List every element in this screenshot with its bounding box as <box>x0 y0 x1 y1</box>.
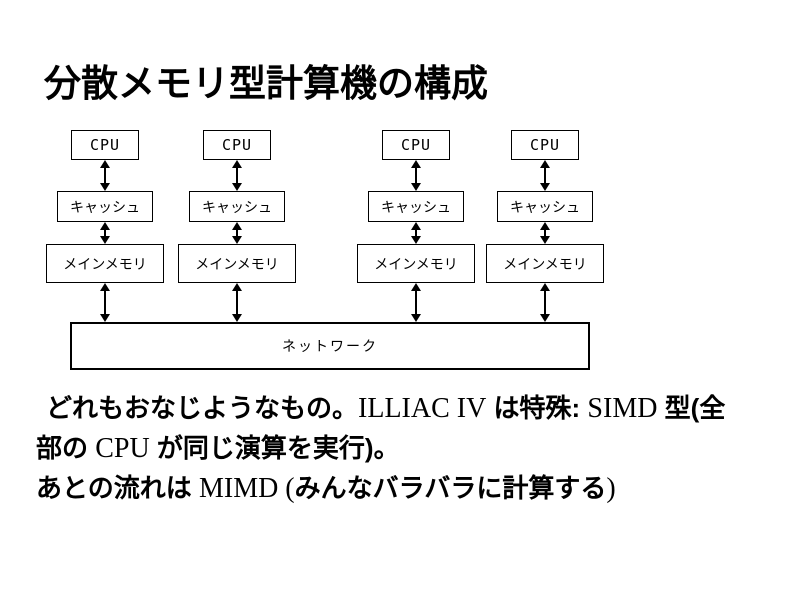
cpu-box: CPU <box>203 130 271 160</box>
cpu-cache-arrow-icon <box>540 160 550 191</box>
cache-memory-arrow-icon <box>100 222 110 244</box>
main-memory-box: メインメモリ <box>357 244 475 283</box>
note-segment: 部の <box>36 433 96 463</box>
network-box: ネットワーク <box>70 322 590 370</box>
note-segment: どれもおなじようなもの。 <box>46 393 359 423</box>
note-segment: ILLIAC IV <box>358 393 487 424</box>
memory-network-arrow-icon <box>100 283 110 322</box>
note-segment: 型(全 <box>657 393 726 423</box>
note-segment: が同じ演算を実行)。 <box>149 433 400 463</box>
cpu-cache-arrow-icon <box>100 160 110 191</box>
cache-box: キャッシュ <box>368 191 464 222</box>
cache-box: キャッシュ <box>497 191 593 222</box>
cache-box: キャッシュ <box>189 191 285 222</box>
note-segment: CPU <box>95 433 150 464</box>
node-column-3: CPU キャッシュ メインメモリ <box>356 130 476 322</box>
main-memory-box: メインメモリ <box>486 244 604 283</box>
cpu-cache-arrow-icon <box>232 160 242 191</box>
memory-network-arrow-icon <box>411 283 421 322</box>
cpu-cache-arrow-icon <box>411 160 421 191</box>
note-segment: みんなバラバラに計算する <box>294 473 607 503</box>
cpu-box: CPU <box>71 130 139 160</box>
main-memory-box: メインメモリ <box>46 244 164 283</box>
cache-memory-arrow-icon <box>232 222 242 244</box>
note-segment: あとの流れは <box>36 473 199 503</box>
notes-text: どれもおなじようなもの。ILLIAC IV は特殊: SIMD 型(全 部の C… <box>36 388 776 508</box>
main-memory-box: メインメモリ <box>178 244 296 283</box>
cache-memory-arrow-icon <box>411 222 421 244</box>
node-column-4: CPU キャッシュ メインメモリ <box>485 130 605 322</box>
note-segment: MIMD ( <box>198 473 295 504</box>
memory-network-arrow-icon <box>232 283 242 322</box>
memory-network-arrow-icon <box>540 283 550 322</box>
cpu-box: CPU <box>511 130 579 160</box>
node-column-2: CPU キャッシュ メインメモリ <box>177 130 297 322</box>
cache-box: キャッシュ <box>57 191 153 222</box>
cache-memory-arrow-icon <box>540 222 550 244</box>
page-title: 分散メモリ型計算機の構成 <box>44 63 488 104</box>
note-segment: ) <box>606 473 616 504</box>
note-segment: SIMD <box>587 393 658 424</box>
note-line-2: 部の CPU が同じ演算を実行)。 <box>36 428 776 468</box>
node-column-1: CPU キャッシュ メインメモリ <box>45 130 165 322</box>
note-line-1: どれもおなじようなもの。ILLIAC IV は特殊: SIMD 型(全 <box>36 388 776 428</box>
note-segment: は特殊: <box>486 393 588 423</box>
note-line-3: あとの流れは MIMD (みんなバラバラに計算する) <box>36 468 776 508</box>
cpu-box: CPU <box>382 130 450 160</box>
